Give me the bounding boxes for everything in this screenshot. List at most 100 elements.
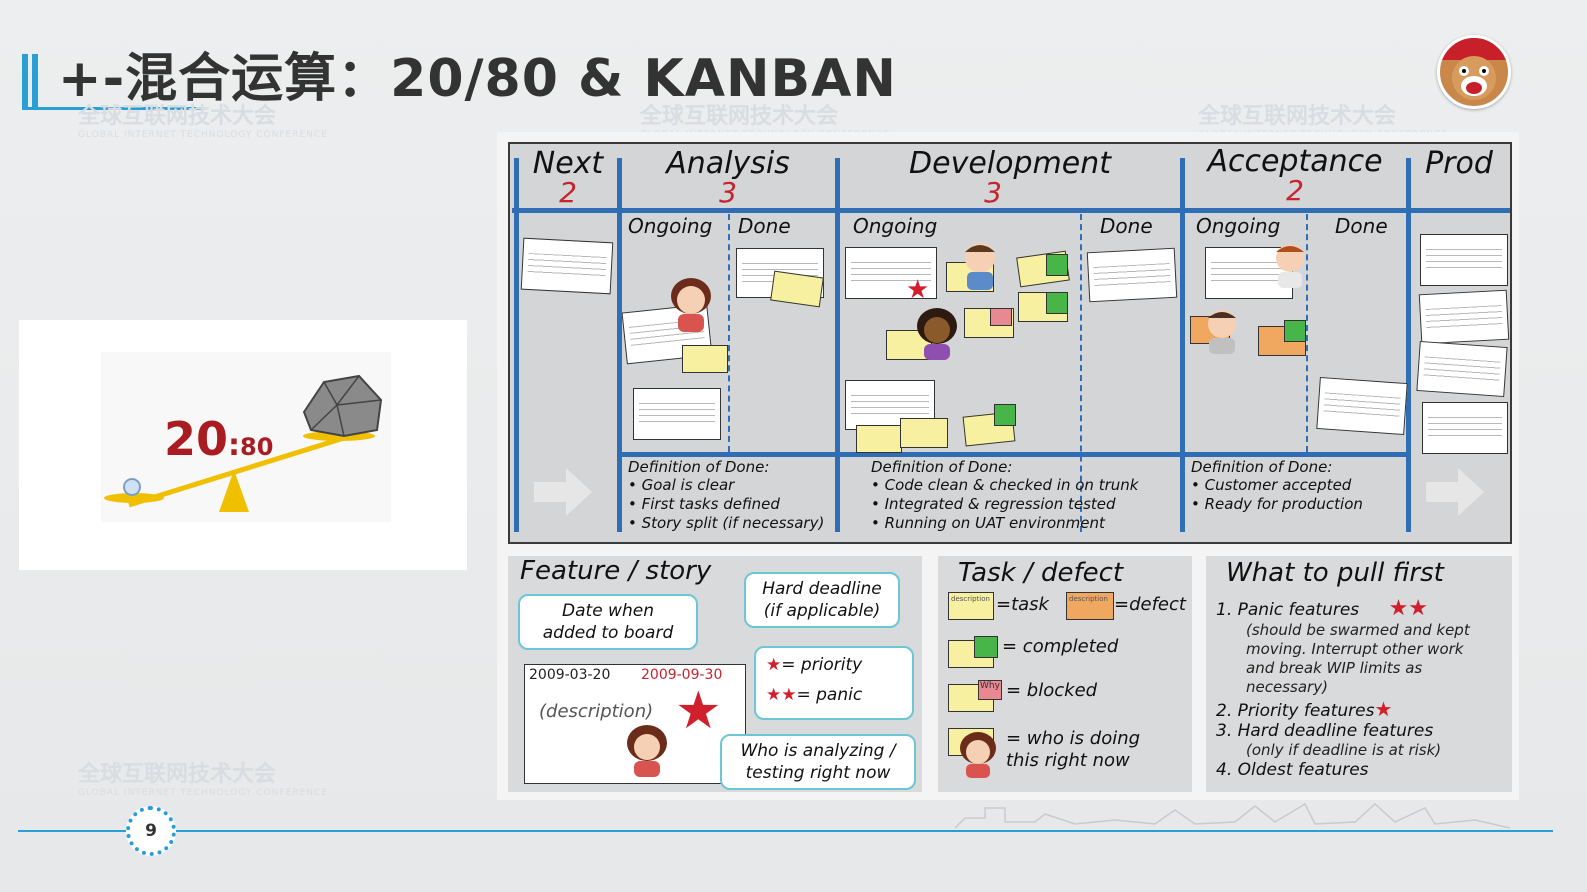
wip-limit: 3 (719, 176, 737, 209)
column-divider (617, 158, 622, 532)
dod-item: • Ready for production (1191, 495, 1363, 513)
done-divider (1080, 214, 1082, 532)
header-divider (512, 208, 1510, 213)
speaker-avatar (1437, 35, 1511, 109)
footer-line (18, 830, 1553, 832)
column-header-prod: Prod (1425, 146, 1493, 181)
wip-limit: 2 (1286, 174, 1304, 207)
done-divider (1306, 214, 1308, 452)
city-skyline-decoration (955, 802, 1510, 829)
priority-star-icon: ★ (1374, 697, 1393, 721)
task-card (682, 345, 728, 373)
feature-legend-title: Feature / story (520, 556, 712, 586)
person-icon (1208, 310, 1236, 354)
story-card (1086, 247, 1178, 303)
pull-item-note: and break WIP limits as (1246, 659, 1423, 677)
completed-marker (994, 404, 1016, 426)
sub-column-done: Done (1100, 214, 1153, 238)
dod-title: Definition of Done: (628, 458, 770, 476)
defect-sample: description (1066, 592, 1114, 620)
sub-column-ongoing: Ongoing (853, 214, 938, 238)
story-card (633, 388, 721, 440)
completed-marker (974, 636, 998, 658)
arrow-right-icon (1426, 468, 1484, 516)
seesaw-illustration: 20:80 (19, 320, 467, 570)
column-header-analysis: Analysis (666, 146, 790, 181)
dod-divider (618, 452, 1408, 457)
pull-item: 1. Panic features ★★ (1216, 596, 1429, 621)
page-number-badge: 9 (126, 806, 176, 856)
pull-item-note: (only if deadline is at risk) (1246, 741, 1442, 759)
done-divider (728, 214, 730, 452)
completed-marker (1046, 292, 1068, 314)
pull-item-note: moving. Interrupt other work (1246, 640, 1464, 658)
dod-title: Definition of Done: (1191, 458, 1333, 476)
column-header-development: Development (909, 146, 1111, 181)
blocked-marker (990, 308, 1012, 326)
priority-star-icon: ★ (766, 655, 782, 675)
dod-item: • Goal is clear (628, 476, 735, 494)
blocked-marker: Why (978, 680, 1002, 700)
task-sample: description (948, 592, 994, 620)
pull-item-note: necessary) (1246, 678, 1328, 696)
story-card (1420, 234, 1508, 286)
column-header-acceptance: Acceptance (1207, 144, 1383, 179)
pull-item: 4. Oldest features (1216, 760, 1369, 780)
title-accent-bar (22, 54, 28, 110)
star-legend-callout: ★= priority ★★= panic (754, 646, 914, 720)
priority-star-icon: ★ (906, 275, 930, 305)
deadline-callout: Hard deadline(if applicable) (744, 572, 900, 628)
dod-item: • Story split (if necessary) (628, 514, 825, 532)
dod-title: Definition of Done: (871, 458, 1013, 476)
task-legend-title: Task / defect (958, 558, 1124, 588)
person-icon (671, 278, 711, 332)
column-divider (1406, 158, 1411, 532)
seesaw-drawing (104, 374, 383, 512)
wip-limit: 2 (559, 176, 577, 209)
completed-marker (1046, 254, 1068, 276)
completed-marker (1284, 320, 1306, 342)
card-deadline-date: 2009-09-30 (641, 667, 723, 683)
panic-stars-icon: ★★ (766, 685, 797, 705)
story-card (1416, 340, 1508, 398)
person-icon (917, 308, 957, 360)
sub-column-done: Done (738, 214, 791, 238)
dod-item: • Integrated & regression tested (871, 495, 1116, 513)
story-card (1422, 402, 1508, 454)
pull-item: 2. Priority features★ (1216, 697, 1393, 721)
person-icon (627, 725, 667, 777)
column-divider (514, 158, 519, 532)
column-divider (1180, 158, 1185, 532)
defect-label: =defect (1114, 594, 1186, 615)
dod-item: • First tasks defined (628, 495, 780, 513)
legend-pull-panel (1206, 556, 1512, 792)
pull-item-note: (should be swarmed and kept (1246, 621, 1470, 639)
pull-item: 3. Hard deadline features (1216, 721, 1434, 741)
person-icon (960, 732, 996, 778)
panic-stars-icon: ★★ (1388, 596, 1429, 621)
column-divider (835, 158, 840, 532)
completed-label: = completed (1002, 636, 1119, 657)
title-accent-bar-2 (32, 54, 38, 110)
title-underline (22, 107, 202, 110)
person-icon (965, 243, 995, 290)
task-label: =task (996, 594, 1049, 615)
dod-analysis: Definition of Done: • Goal is clear • Fi… (628, 458, 824, 533)
sub-column-ongoing: Ongoing (628, 214, 713, 238)
sub-column-ongoing: Ongoing (1196, 214, 1281, 238)
arrow-right-icon (534, 468, 592, 516)
task-card (900, 418, 948, 448)
wip-limit: 3 (984, 176, 1002, 209)
story-card (520, 237, 614, 295)
card-description: (description) (539, 701, 654, 722)
story-card (1316, 376, 1408, 436)
pull-legend-title: What to pull first (1226, 558, 1444, 588)
ratio-label: 20:80 (164, 412, 274, 466)
example-story-card: 2009-03-20 2009-09-30 (description) ★ (524, 664, 746, 784)
dod-development: Definition of Done: • Code clean & check… (871, 458, 1138, 533)
blocked-label: = blocked (1006, 680, 1098, 701)
pull-list: 1. Panic features ★★ (should be swarmed … (1216, 596, 1470, 780)
